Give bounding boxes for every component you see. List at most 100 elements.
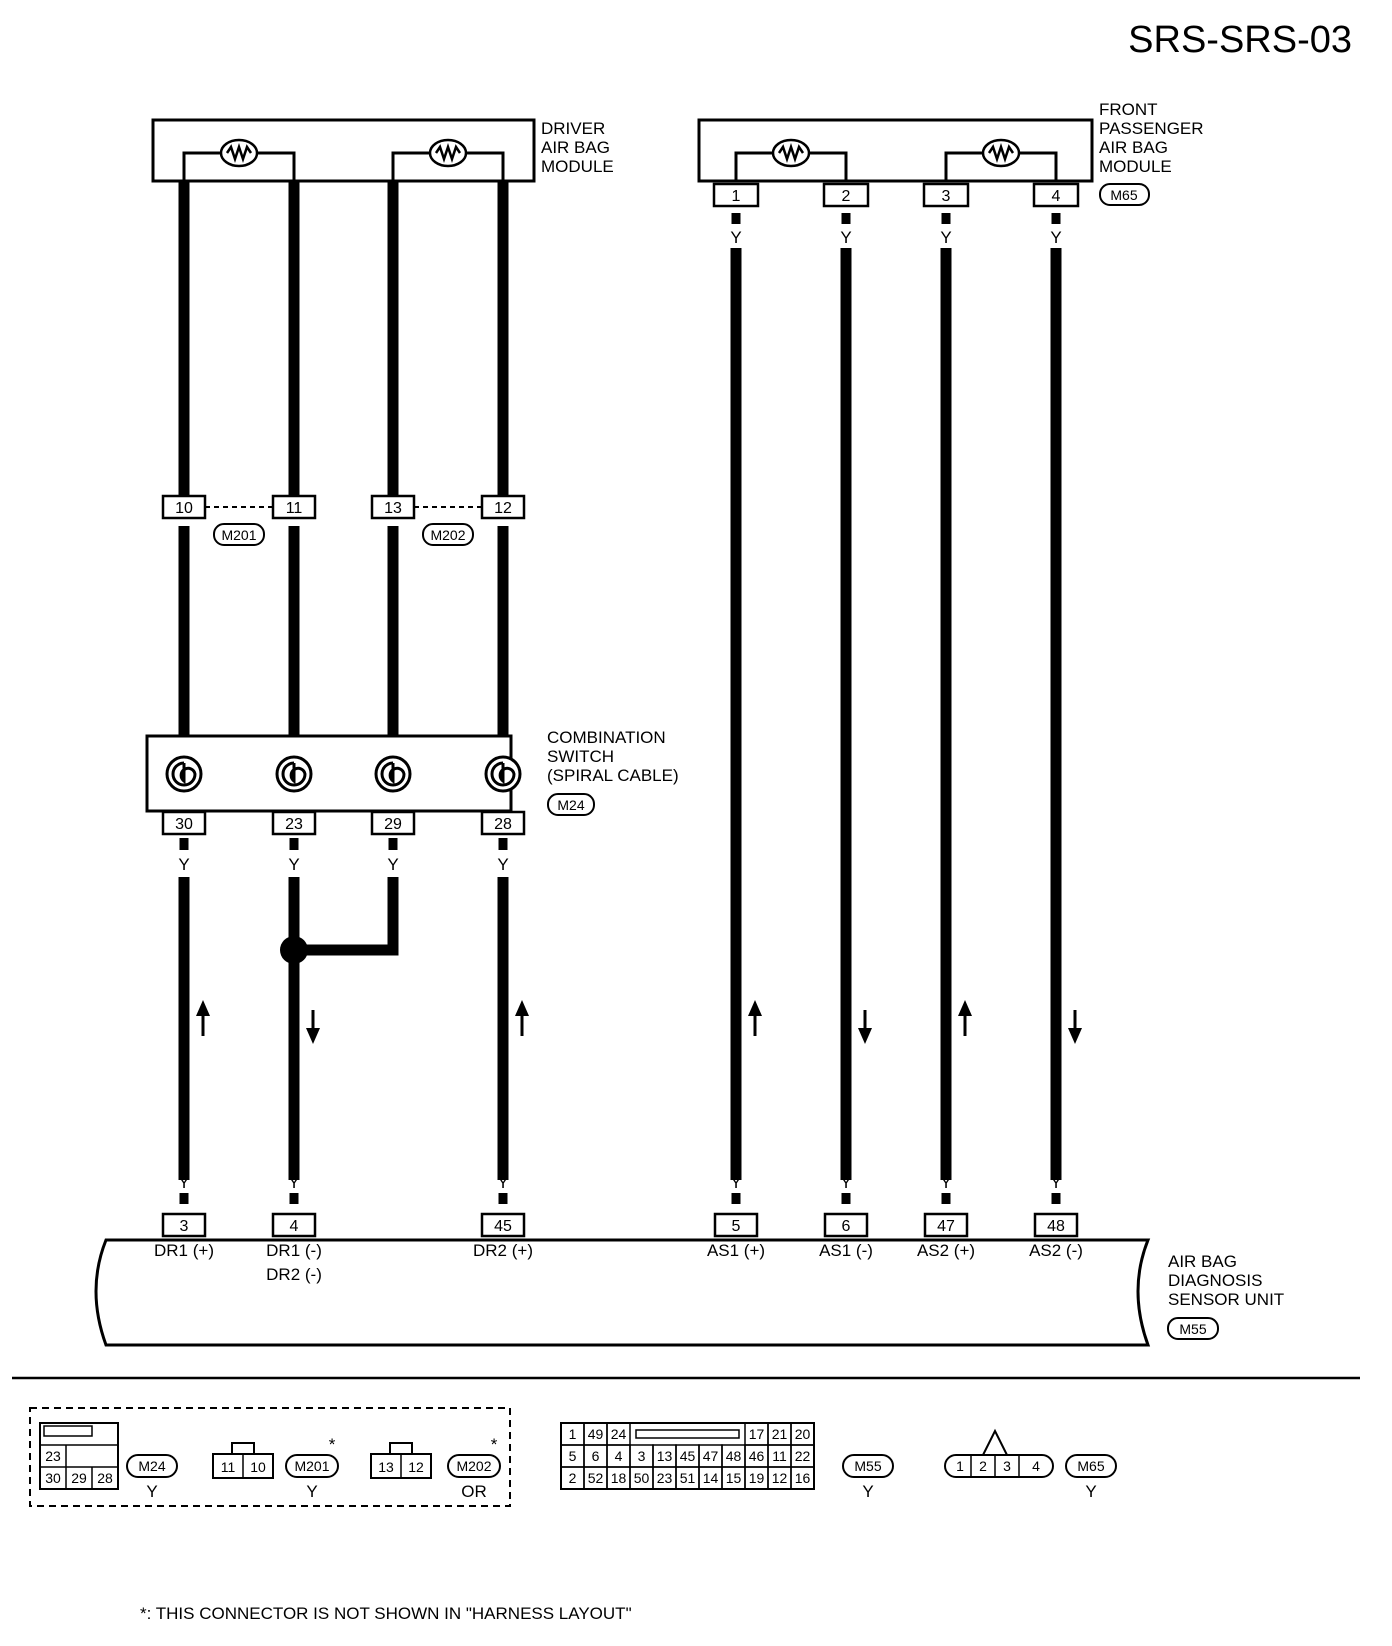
m55-face-pin: 3	[638, 1448, 646, 1464]
m201-face-pin: 10	[250, 1459, 266, 1475]
m201-not-shown-mark: *	[329, 1435, 336, 1454]
wire-color-label: Y	[730, 1173, 741, 1192]
m55-face-pin: 51	[680, 1470, 696, 1486]
wire-color-label: Y	[840, 228, 851, 247]
passenger-module-label-line2: PASSENGER	[1099, 119, 1204, 138]
m24-face-color: Y	[146, 1482, 157, 1501]
m202-face-color: OR	[461, 1482, 487, 1501]
m65-face-color: Y	[1085, 1482, 1096, 1501]
combination-switch-label-line1: COMBINATION	[547, 728, 666, 747]
m55-face-pin: 49	[588, 1426, 604, 1442]
m24-connector-tag: M24	[557, 797, 584, 813]
wire-color-label: Y	[497, 1173, 508, 1192]
pin-number: 23	[285, 816, 303, 833]
wire-color-label: Y	[840, 1173, 851, 1192]
m55-connector-tag: M55	[1179, 1321, 1206, 1337]
wire-color-label: Y	[730, 228, 741, 247]
diagnosis-unit-label-line3: SENSOR UNIT	[1168, 1290, 1284, 1309]
spiral-cable-icon	[275, 755, 313, 793]
pin-number: 12	[494, 500, 512, 517]
connector-legend: 23 30 29 28 M24 Y 11 10 M201 * Y 13 12	[29, 1407, 1117, 1507]
diagnosis-unit-label-line1: AIR BAG	[1168, 1252, 1237, 1271]
diagram-id: SRS-SRS-03	[1128, 19, 1352, 61]
m55-face-pin: 13	[657, 1448, 673, 1464]
m55-face-pin: 20	[795, 1426, 811, 1442]
m55-face-pin: 22	[795, 1448, 811, 1464]
m202-connector-face: 13 12 M202 * OR	[370, 1435, 501, 1501]
passenger-airbag-module	[697, 118, 1094, 183]
m24-face-name: M24	[138, 1458, 165, 1474]
m65-face-pin: 2	[979, 1458, 987, 1474]
m55-face-pin: 45	[680, 1448, 696, 1464]
driver-module-label-line2: AIR BAG	[541, 138, 610, 157]
diagnosis-unit-label-line2: DIAGNOSIS	[1168, 1271, 1262, 1290]
driver-inflator-1-icon	[219, 138, 259, 168]
pin-number: 10	[175, 500, 193, 517]
m65-face-name: M65	[1077, 1458, 1104, 1474]
passenger-inflator-1-icon	[771, 138, 811, 168]
m55-face-pin: 21	[772, 1426, 788, 1442]
passenger-inflator-2-icon	[981, 138, 1021, 168]
pin-number: 11	[286, 500, 303, 517]
pin-number: 2	[842, 188, 851, 205]
wire-color-label: Y	[288, 1173, 299, 1192]
wire-color-label: Y	[288, 855, 299, 874]
m201-face-pin: 11	[221, 1459, 236, 1475]
terminal-label-as2-minus: AS2 (-)	[1029, 1241, 1083, 1260]
pin-number: 45	[494, 1218, 512, 1235]
m55-face-pin: 2	[569, 1470, 577, 1486]
terminal-label-as1-plus: AS1 (+)	[707, 1241, 765, 1260]
pin-number: 4	[1052, 188, 1061, 205]
m55-face-pin: 24	[611, 1426, 627, 1442]
arrow-up-icon	[196, 1000, 210, 1036]
m202-face-pin: 12	[408, 1459, 424, 1475]
terminal-label-dr2-plus: DR2 (+)	[473, 1241, 533, 1260]
m202-face-pin: 13	[378, 1459, 394, 1475]
passenger-wires	[730, 213, 1062, 1204]
dashed-group-border	[29, 1407, 511, 1507]
m201-face-name: M201	[294, 1458, 329, 1474]
m55-face-pin: 6	[592, 1448, 600, 1464]
m55-face-pin: 15	[726, 1470, 742, 1486]
passenger-module-label-line4: MODULE	[1099, 157, 1172, 176]
driver-module-label-line3: MODULE	[541, 157, 614, 176]
m65-module-pins: 1 2 3 4	[712, 182, 1080, 208]
pin-number: 3	[180, 1218, 189, 1235]
wire-color-label: Y	[178, 855, 189, 874]
pin-number: 28	[494, 816, 512, 833]
terminal-label-dr2-minus: DR2 (-)	[266, 1265, 322, 1284]
m55-face-pin: 52	[588, 1470, 604, 1486]
m201-face-color: Y	[306, 1482, 317, 1501]
m24-face-pin: 28	[97, 1470, 113, 1486]
m55-face-pin: 16	[795, 1470, 811, 1486]
spiral-cable-icon	[374, 755, 412, 793]
wire-color-label: Y	[1050, 1173, 1061, 1192]
m55-face-pin: 1	[569, 1426, 577, 1442]
m202-not-shown-mark: *	[491, 1435, 498, 1454]
m55-face-pin: 11	[772, 1448, 787, 1464]
m24-face-pin: 23	[45, 1448, 61, 1464]
arrow-up-icon	[748, 1000, 762, 1036]
m65-face-pin: 3	[1003, 1458, 1011, 1474]
m202-connector-tag: M202	[430, 527, 465, 543]
m55-face-pin: 23	[657, 1470, 673, 1486]
m55-face-pin: 12	[772, 1470, 788, 1486]
m55-face-pin: 5	[569, 1448, 577, 1464]
pin-number: 47	[937, 1218, 955, 1235]
m65-face-pin: 4	[1032, 1458, 1040, 1474]
wire-color-label: Y	[940, 228, 951, 247]
m24-connector-face: 23 30 29 28 M24 Y	[39, 1422, 178, 1501]
m55-face-name: M55	[854, 1458, 881, 1474]
terminal-label-as2-plus: AS2 (+)	[917, 1241, 975, 1260]
m201-connector-tag: M201	[221, 527, 256, 543]
m55-face-pin: 18	[611, 1470, 627, 1486]
m201-connector-face: 11 10 M201 * Y	[212, 1435, 339, 1501]
harness-connectors: 10 11 13 12 M201 M202	[161, 494, 526, 546]
driver-airbag-module	[151, 118, 536, 183]
arrow-up-icon	[515, 1000, 529, 1036]
arrow-down-icon	[858, 1010, 872, 1044]
driver-inflator-2-icon	[428, 138, 468, 168]
spiral-cable-icon	[484, 755, 522, 793]
passenger-module-label-line1: FRONT	[1099, 100, 1158, 119]
